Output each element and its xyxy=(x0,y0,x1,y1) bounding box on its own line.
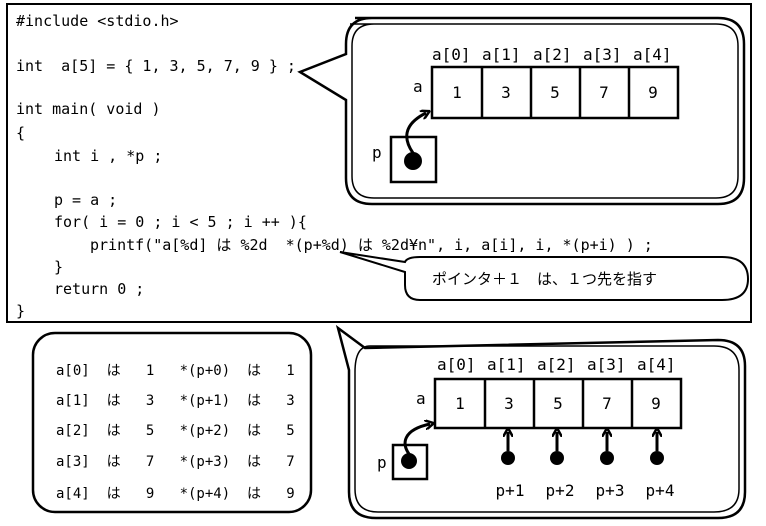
pointer-note-callout: ポインタ＋１ は、１つ先を指す xyxy=(339,251,750,301)
output-row: a[2] は 5 *(p+2) は 5 xyxy=(56,423,295,439)
code-line-for: for( i = 0 ; i < 5 ; i ++ ){ xyxy=(54,213,307,231)
code-line-include: #include <stdio.h> xyxy=(16,12,179,30)
array-cell-value: 3 xyxy=(504,394,514,413)
bottom-array-cells: 1 3 5 7 9 xyxy=(433,377,683,430)
pointer-dot xyxy=(501,451,515,465)
code-listing-frame xyxy=(6,3,752,323)
index-label: a[2] xyxy=(537,355,576,374)
pointer-note-text: ポインタ＋１ は、１つ先を指す xyxy=(432,270,657,288)
array-name-label: a xyxy=(413,77,423,96)
array-cell-value: 9 xyxy=(651,394,661,413)
offset-label: p+2 xyxy=(546,481,575,500)
top-pointer-box xyxy=(389,113,438,184)
pointer-dot xyxy=(650,451,664,465)
array-cell-value: 9 xyxy=(648,83,658,102)
bottom-pointer-box xyxy=(391,424,430,481)
index-label: a[3] xyxy=(587,355,626,374)
array-cell-value: 5 xyxy=(550,83,560,102)
array-cell-value: 3 xyxy=(501,83,511,102)
index-label: a[4] xyxy=(633,45,672,64)
code-line-printf: printf("a[%d] は %2d *(p+%d) は %2d¥n", i,… xyxy=(90,236,653,254)
index-label: a[1] xyxy=(487,355,526,374)
code-line-array-decl: int a[5] = { 1, 3, 5, 7, 9 } ; xyxy=(16,57,296,75)
code-line-close-brace: } xyxy=(16,302,26,320)
output-bubble xyxy=(31,331,313,514)
offset-pointers: p+1 p+2 p+3 p+4 xyxy=(496,432,675,500)
bottom-array-index-labels: a[0] a[1] a[2] a[3] a[4] xyxy=(437,355,676,374)
offset-label: p+4 xyxy=(646,481,675,500)
output-row: a[0] は 1 *(p+0) は 1 xyxy=(56,363,295,379)
code-line-main: int main( void ) xyxy=(16,100,161,118)
index-label: a[2] xyxy=(533,45,572,64)
output-row: a[4] は 9 *(p+4) は 9 xyxy=(56,486,295,502)
code-line-var-decl: int i , *p ; xyxy=(54,147,163,165)
offset-label: p+3 xyxy=(596,481,625,500)
pointer-name-label: p xyxy=(377,453,387,472)
output-row: a[3] は 7 *(p+3) は 7 xyxy=(56,454,295,470)
index-label: a[0] xyxy=(432,45,471,64)
index-label: a[1] xyxy=(482,45,521,64)
pointer-dot xyxy=(550,451,564,465)
top-array-index-labels: a[0] a[1] a[2] a[3] a[4] xyxy=(432,45,672,64)
code-line-close-for: } xyxy=(54,258,64,276)
code-line-assign: p = a ; xyxy=(54,191,118,209)
array-name-label: a xyxy=(416,389,426,408)
array-cell-value: 1 xyxy=(452,83,462,102)
index-label: a[0] xyxy=(437,355,476,374)
pointer-name-label: p xyxy=(372,143,382,162)
index-label: a[3] xyxy=(583,45,622,64)
index-label: a[4] xyxy=(637,355,676,374)
array-cell-value: 5 xyxy=(553,394,563,413)
output-row: a[1] は 3 *(p+1) は 3 xyxy=(56,393,295,409)
array-cell-value: 7 xyxy=(599,83,609,102)
array-cell-value: 1 xyxy=(455,394,465,413)
offset-label: p+1 xyxy=(496,481,525,500)
code-line-open-brace: { xyxy=(16,124,26,142)
pointer-dot xyxy=(600,451,614,465)
array-cell-value: 7 xyxy=(602,394,612,413)
top-array-cells: 1 3 5 7 9 xyxy=(430,65,680,120)
code-line-return: return 0 ; xyxy=(54,280,145,298)
